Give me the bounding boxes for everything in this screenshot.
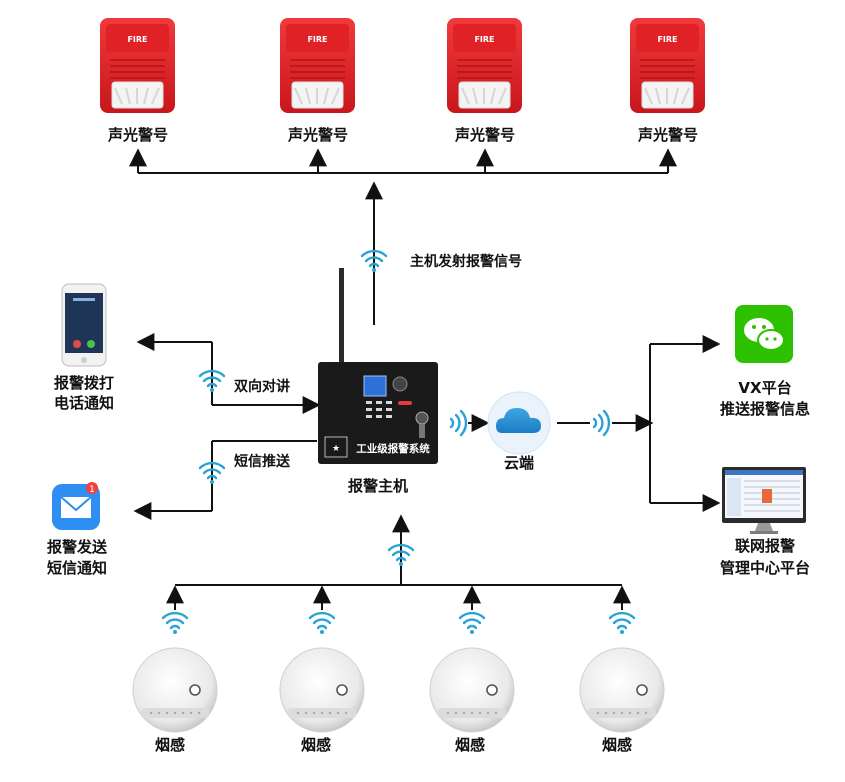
- smoke-bus: [166, 514, 631, 610]
- siren-label: 声光警号: [637, 126, 698, 144]
- smoke-detector: [429, 611, 515, 733]
- siren-fire-text: FIRE: [127, 35, 147, 44]
- wechat-label-1: VX平台: [738, 379, 791, 397]
- sms-link: [133, 440, 317, 520]
- smoke-label: 烟感: [155, 736, 185, 754]
- siren-label: 声光警号: [454, 126, 515, 144]
- smoke-detector: [579, 611, 665, 733]
- phone-label-1: 报警拨打: [54, 374, 114, 392]
- smoke-label: 烟感: [455, 736, 485, 754]
- monitor-icon: [722, 467, 806, 534]
- pc-label-2: 管理中心平台: [720, 559, 810, 577]
- mail-badge: 1: [89, 485, 95, 495]
- siren: FIRE: [100, 18, 175, 113]
- host-panel-text: 工业级报警系统: [356, 442, 430, 455]
- wifi-icon: [161, 611, 189, 634]
- phone-label-2: 电话通知: [54, 394, 114, 412]
- siren-bus: [129, 148, 677, 325]
- phone-device: [61, 283, 107, 367]
- star-icon: ★: [332, 444, 340, 454]
- mail-app-icon: 1: [52, 482, 100, 530]
- cloud-icon: [487, 391, 551, 455]
- host-to-sirens-label: 主机发射报警信号: [410, 253, 522, 270]
- wifi-icon: [360, 249, 388, 272]
- phone-link-label: 双向对讲: [234, 378, 290, 395]
- wifi-icon: [198, 461, 226, 484]
- wifi-icon: [449, 409, 468, 437]
- siren-fire-text: FIRE: [307, 35, 327, 44]
- wifi-icon: [387, 543, 415, 566]
- alarm-host: ★ 工业级报警系统: [318, 268, 438, 464]
- wifi-icon: [592, 409, 611, 437]
- wifi-icon: [458, 611, 486, 634]
- phone-link: [136, 333, 321, 414]
- siren: FIRE: [630, 18, 705, 113]
- mail-label-2: 短信通知: [47, 559, 107, 577]
- wifi-icon: [608, 611, 636, 634]
- wifi-icon: [308, 611, 336, 634]
- smoke-label: 烟感: [301, 736, 331, 754]
- siren: FIRE: [280, 18, 355, 113]
- host-label: 报警主机: [348, 477, 408, 495]
- wechat-label-2: 推送报警信息: [720, 400, 810, 418]
- siren: FIRE: [447, 18, 522, 113]
- smoke-detector: [132, 611, 218, 733]
- pc-label-1: 联网报警: [735, 537, 795, 555]
- siren-fire-text: FIRE: [474, 35, 494, 44]
- cloud-branch: [612, 335, 721, 512]
- siren-label: 声光警号: [107, 126, 168, 144]
- smoke-detector: [279, 611, 365, 733]
- wifi-icon: [198, 369, 226, 392]
- smoke-label: 烟感: [602, 736, 632, 754]
- siren-label: 声光警号: [287, 126, 348, 144]
- wechat-icon: [735, 305, 793, 363]
- cloud-label: 云端: [504, 454, 534, 472]
- mail-label-1: 报警发送: [47, 538, 108, 556]
- siren-fire-text: FIRE: [657, 35, 677, 44]
- sms-link-label: 短信推送: [234, 453, 291, 470]
